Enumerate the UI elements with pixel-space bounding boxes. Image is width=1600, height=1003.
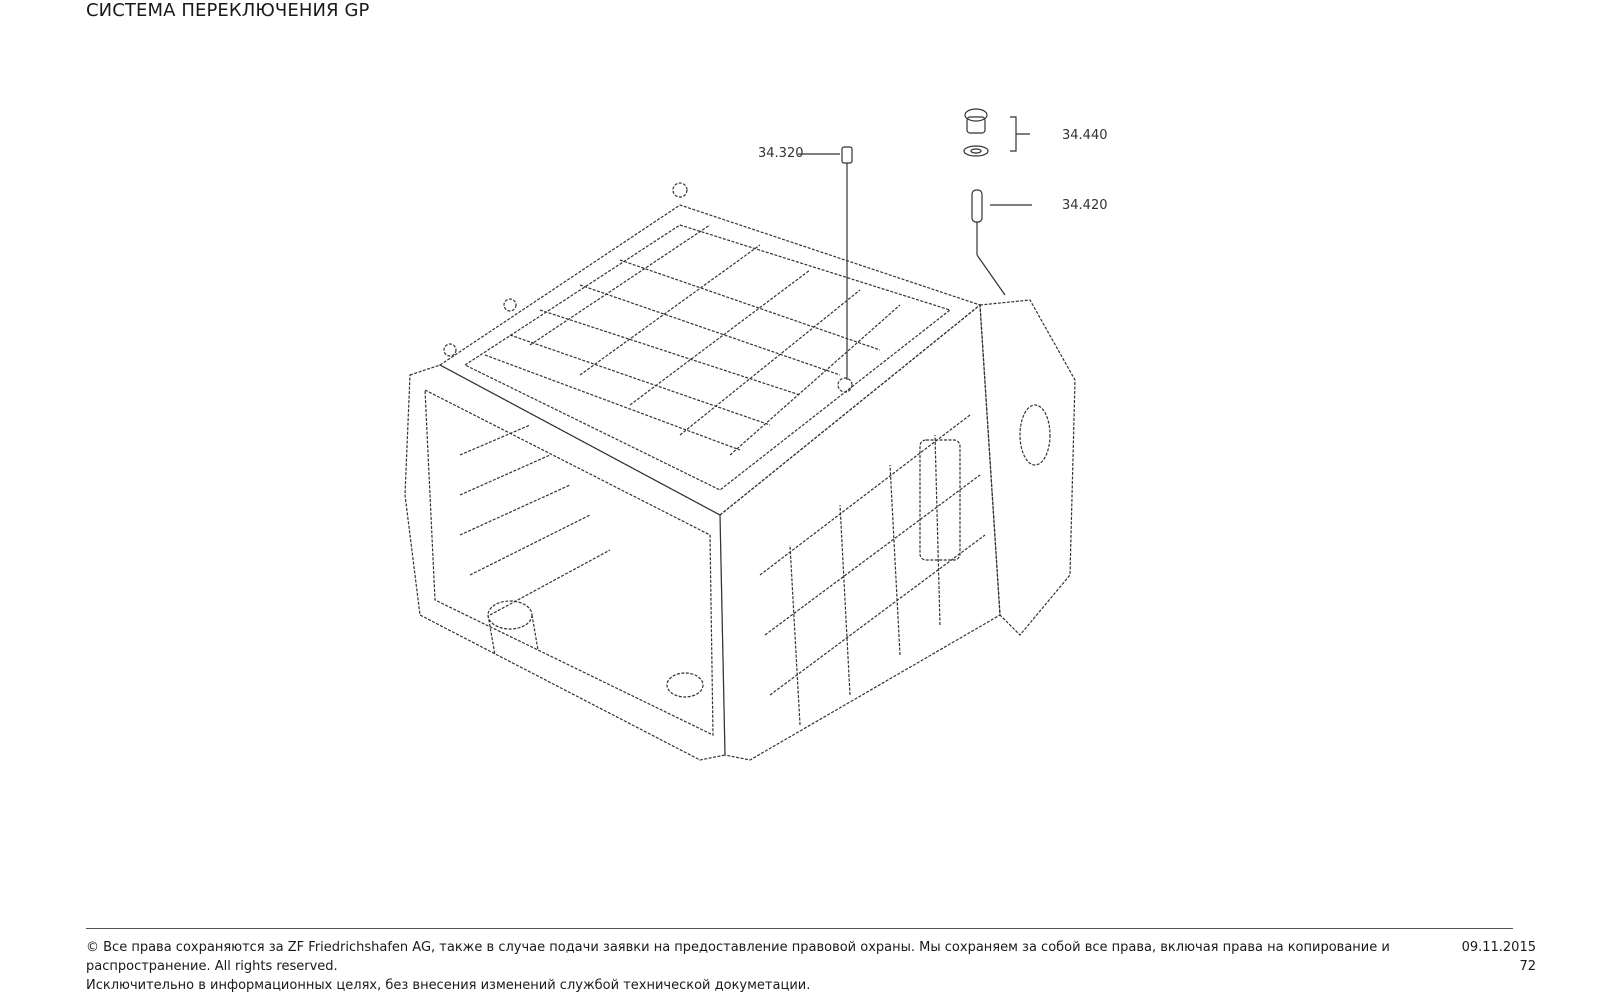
housing-rear-cover [979,299,1076,636]
part-34440-plug [963,108,1030,157]
footer-divider [86,928,1513,929]
footer-copyright: © Все права сохраняются за ZF Friedrichs… [86,938,1406,995]
footer-copyright-line2: Исключительно в информационных целях, бе… [86,978,811,993]
housing-right-face [719,303,1001,761]
footer-date: 09.11.2015 [1461,940,1536,955]
footer-meta: 09.11.2015 72 [1462,938,1536,976]
footer-copyright-line1: © Все права сохраняются за ZF Friedrichs… [86,940,1390,974]
part-34420-pin [971,189,1032,296]
housing-top-face [438,204,982,516]
gearbox-housing-drawing [404,108,1076,761]
callout-34440: 34.440 [1062,128,1108,143]
housing-left-face [404,364,726,761]
callout-34420: 34.420 [1062,198,1108,213]
callout-34320: 34.320 [758,146,804,161]
part-34320-bolt [798,146,853,380]
page-number: 72 [1519,959,1536,974]
page-title: СИСТЕМА ПЕРЕКЛЮЧЕНИЯ GP [86,0,370,21]
